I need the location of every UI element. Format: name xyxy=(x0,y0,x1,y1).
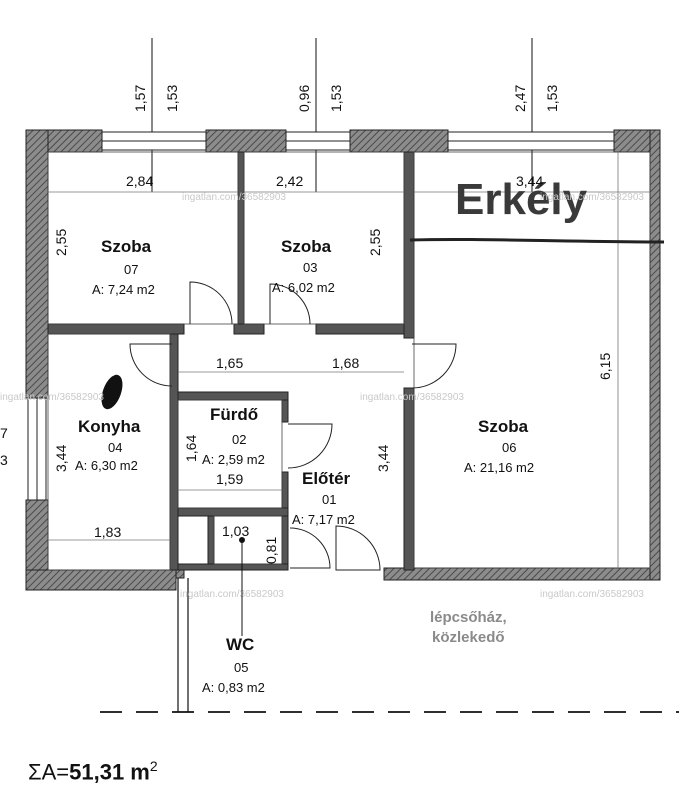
dimension-leaders xyxy=(151,38,533,192)
dim-r03-width: 2,42 xyxy=(276,173,303,189)
dim-window2-a: 0,96 xyxy=(296,85,312,112)
dim-window3-b: 1,53 xyxy=(544,85,560,112)
room-number: 06 xyxy=(502,440,516,455)
dim-left-a: 7 xyxy=(0,425,8,441)
room-number: 04 xyxy=(108,440,122,455)
dim-r07-height: 2,55 xyxy=(53,229,69,256)
watermark: ingatlan.com/36582903 xyxy=(540,192,644,203)
room-szoba-06: Szoba 06 A: 21,16 m2 xyxy=(464,417,534,475)
dimensions: 1,57 1,53 0,96 1,53 2,47 1,53 7 3 2,84 2… xyxy=(0,85,613,564)
room-name: Fürdő xyxy=(210,405,258,424)
total-area: ΣA=51,31 m2 xyxy=(28,758,158,785)
room-wc-05: WC 05 A: 0,83 m2 xyxy=(202,537,265,695)
kitchen-mark xyxy=(101,374,123,410)
room-eloter-01: Előtér 01 A: 7,17 m2 xyxy=(292,469,355,527)
room-name: WC xyxy=(226,635,254,654)
outside-lines xyxy=(100,578,679,713)
dim-r02-height: 1,64 xyxy=(183,435,199,462)
outside-label-line: lépcsőház, xyxy=(430,609,507,626)
total-prefix: ΣA= xyxy=(28,759,70,785)
outside-label-line: közlekedő xyxy=(432,629,505,646)
total-value: 51,31 m xyxy=(69,759,150,785)
dimension-lines xyxy=(48,152,650,568)
room-szoba-07: Szoba 07 A: 7,24 m2 xyxy=(92,237,155,297)
dim-window2-b: 1,53 xyxy=(328,85,344,112)
walls xyxy=(25,129,661,591)
watermark: ingatlan.com/36582903 xyxy=(360,392,464,403)
room-area: A: 0,83 m2 xyxy=(202,680,265,695)
room-number: 01 xyxy=(322,492,336,507)
watermark: ingatlan.com/36582903 xyxy=(182,192,286,203)
doors xyxy=(129,281,457,571)
room-area: A: 21,16 m2 xyxy=(464,460,534,475)
dim-wc-height: 0,81 xyxy=(263,537,279,564)
watermark: ingatlan.com/36582903 xyxy=(0,392,104,403)
total-unit-sup: 2 xyxy=(149,758,158,774)
dim-r01-height: 3,44 xyxy=(375,445,391,472)
erkely-label: Erkély xyxy=(455,175,588,224)
room-name: Szoba xyxy=(478,417,529,436)
room-area: A: 2,59 m2 xyxy=(202,452,265,467)
watermark: ingatlan.com/36582903 xyxy=(540,589,644,600)
outside-label: lépcsőház, közlekedő xyxy=(430,609,507,646)
watermark: ingatlan.com/36582903 xyxy=(180,589,284,600)
room-konyha-04: Konyha 04 A: 6,30 m2 xyxy=(75,417,141,473)
room-szoba-03: Szoba 03 A: 6,02 m2 xyxy=(272,237,335,295)
room-name: Előtér xyxy=(302,469,351,488)
room-area: A: 7,17 m2 xyxy=(292,512,355,527)
windows xyxy=(27,131,615,501)
room-number: 05 xyxy=(234,660,248,675)
room-area: A: 7,24 m2 xyxy=(92,282,155,297)
erkely-divider-line xyxy=(409,237,665,244)
dim-r04-height: 3,44 xyxy=(53,445,69,472)
dim-wc-width: 1,03 xyxy=(222,523,249,539)
room-furdo-02: Fürdő 02 A: 2,59 m2 xyxy=(202,405,265,467)
dim-window1-a: 1,57 xyxy=(132,85,148,112)
dim-r06-width: 3,44 xyxy=(516,173,543,189)
dim-r03-height: 2,55 xyxy=(367,229,383,256)
room-area: A: 6,02 m2 xyxy=(272,280,335,295)
dim-r02-width: 1,59 xyxy=(216,471,243,487)
room-number: 07 xyxy=(124,262,138,277)
room-name: Szoba xyxy=(101,237,152,256)
room-name: Konyha xyxy=(78,417,141,436)
dim-hall-1: 1,65 xyxy=(216,355,243,371)
room-name: Szoba xyxy=(281,237,332,256)
watermarks: ingatlan.com/36582903 ingatlan.com/36582… xyxy=(0,192,644,600)
room-outlines xyxy=(47,151,651,571)
room-area: A: 6,30 m2 xyxy=(75,458,138,473)
dim-r04-width: 1,83 xyxy=(94,524,121,540)
room-number: 02 xyxy=(232,432,246,447)
dim-hall-2: 1,68 xyxy=(332,355,359,371)
dim-r06-height: 6,15 xyxy=(597,353,613,380)
room-number: 03 xyxy=(303,260,317,275)
dim-window1-b: 1,53 xyxy=(164,85,180,112)
dim-window3-a: 2,47 xyxy=(512,85,528,112)
dim-r07-width: 2,84 xyxy=(126,173,153,189)
dim-left-b: 3 xyxy=(0,452,8,468)
